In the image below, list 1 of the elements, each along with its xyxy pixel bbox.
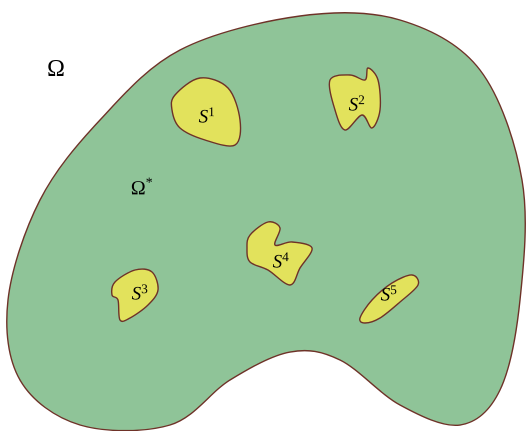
- domain-label: Ω: [48, 60, 64, 76]
